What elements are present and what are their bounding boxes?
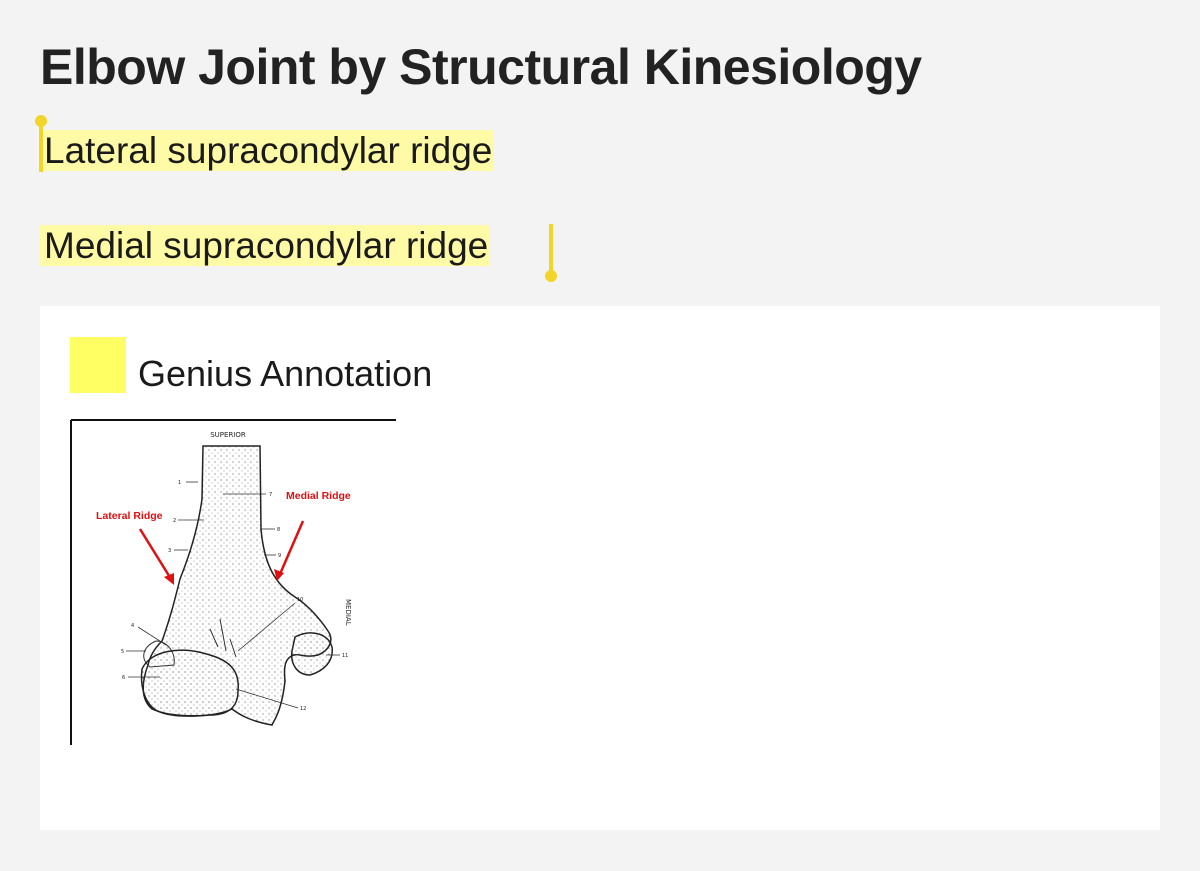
selection-start-bar xyxy=(39,122,43,172)
label-number: 6 xyxy=(122,675,125,681)
label-number: 5 xyxy=(121,649,124,655)
label-number: 9 xyxy=(278,553,281,559)
superior-label: SUPERIOR xyxy=(210,431,246,439)
lateral-ridge-label: Lateral Ridge xyxy=(96,510,163,522)
highlight-medial-ridge[interactable]: Medial supracondylar ridge xyxy=(40,223,491,269)
annotation-label[interactable]: Genius Annotation xyxy=(138,353,433,394)
highlight-text: Medial supracondylar ridge xyxy=(40,225,491,266)
highlight-text: Lateral supracondylar ridge xyxy=(40,130,495,171)
label-number: 11 xyxy=(342,653,348,659)
selection-end-bar xyxy=(549,224,553,276)
medial-label: MEDIAL xyxy=(344,599,352,626)
selection-end-handle-icon[interactable] xyxy=(545,270,557,282)
label-number: 4 xyxy=(131,623,134,629)
annotation-card: Genius Annotation SUPERIOR xyxy=(40,306,1160,830)
label-number: 3 xyxy=(168,548,171,554)
label-number: 2 xyxy=(173,518,176,524)
label-number: 8 xyxy=(277,527,280,533)
page-title: Elbow Joint by Structural Kinesiology xyxy=(40,39,922,95)
selection-start-handle-icon[interactable] xyxy=(35,115,47,127)
label-number: 12 xyxy=(300,706,306,712)
annotation-swatch xyxy=(70,337,126,393)
humerus-diagram-image: SUPERIOR MEDIAL Lateral Ridge Medial Rid… xyxy=(70,419,396,745)
label-number: 1 xyxy=(178,480,181,486)
label-number: 7 xyxy=(269,492,272,498)
label-number: 10 xyxy=(297,597,303,603)
medial-ridge-label: Medial Ridge xyxy=(286,490,351,502)
highlight-lateral-ridge[interactable]: Lateral supracondylar ridge xyxy=(40,128,495,174)
